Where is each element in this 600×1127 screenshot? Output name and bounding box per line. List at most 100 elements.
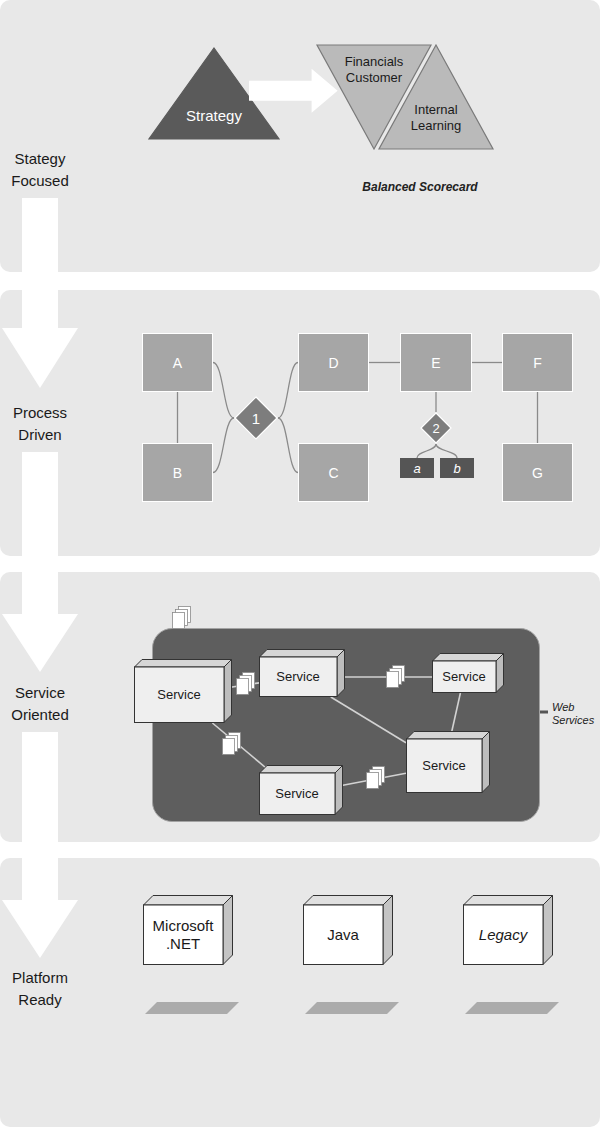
cube-side: [543, 896, 553, 965]
subprocess-box: a: [400, 458, 434, 478]
process-box: F: [502, 333, 573, 392]
node-label: E: [431, 355, 440, 371]
node-label: G: [532, 465, 543, 481]
connector-line: [337, 676, 432, 678]
diamond-outline: [421, 413, 451, 443]
platform-shadow: [145, 1002, 239, 1014]
cube-label: Microsoft .NET: [148, 917, 218, 953]
message-page: [173, 613, 185, 629]
node-label: B: [173, 465, 182, 481]
connector-line: [537, 392, 538, 443]
cube-side: [335, 766, 343, 815]
service-cube: Service: [406, 731, 490, 793]
connector-line: [213, 363, 234, 419]
node-label: 2: [432, 421, 439, 436]
node-label: C: [328, 465, 338, 481]
node-label: F: [533, 355, 542, 371]
cube-label: Legacy: [479, 926, 527, 944]
cube-top: [407, 732, 490, 740]
cube-top: [304, 896, 393, 906]
cube-front: [304, 905, 384, 965]
cube-side: [224, 660, 232, 723]
block-arrow: [249, 69, 338, 113]
cube-front: [433, 661, 497, 693]
connector-line: [278, 418, 298, 473]
cube-side: [482, 732, 490, 793]
service-bus: Web ServicesServiceServiceServiceService…: [152, 628, 540, 822]
platform-shadow: [305, 1002, 399, 1014]
triangle-label: Internal Learning: [394, 102, 478, 134]
process-box: E: [400, 333, 472, 392]
stage-label: Platform Ready: [0, 967, 80, 1011]
message-page: [223, 739, 235, 755]
message-icon: [367, 767, 385, 789]
connector-line: [435, 392, 436, 412]
cube-label: Service: [157, 687, 200, 703]
cube-front: [260, 657, 338, 697]
flow-arrow: [2, 198, 78, 388]
subprocess-box: b: [440, 458, 474, 478]
message-icon: [173, 607, 191, 629]
caption-label: Balanced Scorecard: [350, 180, 490, 194]
process-box: B: [142, 443, 213, 502]
connector-line: [331, 697, 406, 743]
message-page: [367, 773, 379, 789]
cube-top: [135, 660, 232, 668]
platform-shadow: [465, 1002, 559, 1014]
cube-front: [135, 667, 225, 723]
connector-line: [177, 392, 178, 443]
cube-side: [337, 650, 345, 697]
cube-front: [407, 739, 483, 793]
decision-diamond: 1: [234, 396, 278, 440]
cube-label: Service: [276, 669, 319, 685]
decision-diamond: 2: [420, 412, 452, 444]
process-box: G: [502, 443, 573, 502]
message-icon: [237, 673, 255, 695]
cube-label: Service: [442, 669, 485, 685]
cube-front: [260, 773, 336, 815]
cube-top: [260, 766, 343, 774]
platform-cube: Java: [303, 895, 393, 965]
connector-line: [212, 723, 272, 773]
flow-arrow: [2, 452, 78, 672]
connector-line: [369, 362, 400, 363]
triangle-label: Financials Customer: [332, 54, 416, 86]
cube-side: [496, 654, 504, 693]
cube-front: [144, 905, 224, 965]
cube-label: Java: [327, 926, 359, 944]
leader-tick: [540, 711, 548, 714]
stage-panel: Platform Ready Microsoft .NET Java Legacy: [0, 858, 600, 1127]
node-label: D: [328, 355, 338, 371]
message-icon: [223, 733, 241, 755]
cube-top: [464, 896, 553, 906]
stage-label: Stategy Focused: [0, 148, 80, 192]
platform-cube: Microsoft .NET: [143, 895, 233, 965]
cube-front: [464, 905, 544, 965]
cube-top: [433, 654, 504, 662]
process-box: C: [298, 443, 369, 502]
cube-top: [260, 650, 345, 658]
flow-arrow: [2, 732, 78, 958]
connector-line: [417, 444, 436, 458]
process-box: D: [298, 333, 369, 392]
stage-panel: Service OrientedWeb ServicesServiceServi…: [0, 572, 600, 842]
service-cube: Service: [432, 653, 504, 693]
connector-line: [278, 363, 298, 419]
stage-panel: Process Driven A B 1 D C E 2 ab F G: [0, 290, 600, 556]
service-cube: Service: [259, 765, 343, 815]
service-cube: Service: [259, 649, 345, 697]
connector-line: [472, 362, 502, 363]
message-page: [387, 672, 399, 688]
cube-top: [144, 896, 233, 906]
process-box: A: [142, 333, 213, 392]
node-label: A: [173, 355, 182, 371]
stage-label: Process Driven: [0, 402, 80, 446]
service-cube: Service: [134, 659, 232, 723]
connector-line: [436, 444, 457, 458]
connector-line: [213, 418, 234, 473]
triangle-outline: [379, 45, 493, 149]
connector-line: [450, 693, 460, 739]
cube-side: [223, 896, 233, 965]
triangle-label: Strategy: [164, 107, 264, 125]
platform-cube: Legacy: [463, 895, 553, 965]
